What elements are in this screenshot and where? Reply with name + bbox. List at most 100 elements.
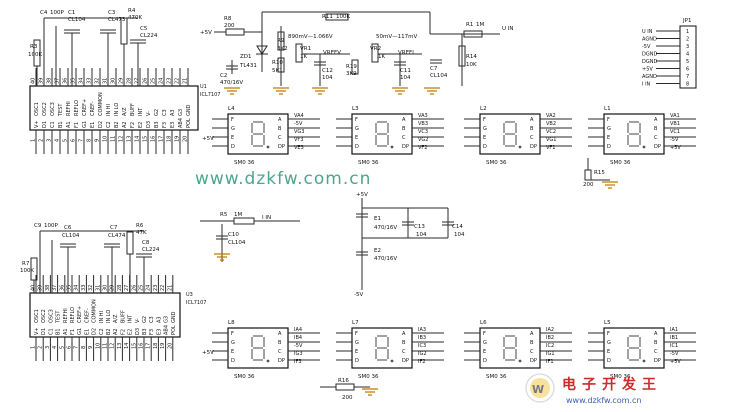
u3-signal-top: IN HI — [99, 311, 105, 323]
u3-pin-num-top: 31 — [95, 285, 101, 291]
u1-signal-bot: E2 — [138, 122, 144, 128]
display-seg-letter-right: B — [278, 340, 282, 346]
u3-signal-top: OSC2 — [41, 309, 47, 323]
u1-signal-top: OSC3 — [50, 102, 56, 116]
jp1-ref: JP1 — [682, 18, 691, 24]
ref-c9: C9 — [34, 223, 42, 229]
vplus-label-1: +5V — [200, 30, 212, 36]
u1-signal-top: CREF- — [90, 101, 96, 116]
u3-signal-bot: AB4 — [164, 325, 170, 335]
vplus-label-top-display: +5V — [202, 136, 214, 142]
display-seg-letter-left: F — [483, 117, 486, 123]
display-net-label: +5V — [670, 145, 681, 151]
ic-u1-part: ICL7107 — [200, 92, 220, 98]
jp1-pin-number: 4 — [686, 52, 689, 58]
vminus-label-mid: -5V — [354, 292, 363, 298]
u3-signal-bot: V+ — [34, 327, 40, 335]
ref-c14: C14 — [452, 224, 463, 230]
display-ref: L8 — [228, 320, 235, 326]
u3-pin-num-top: 33 — [81, 285, 87, 291]
display-seg-letter-left: E — [355, 349, 358, 355]
display-net-label: -5V — [294, 343, 303, 349]
ref-vr1: VR1 — [300, 46, 311, 52]
u3-pin-num-bot: 12 — [110, 343, 116, 349]
jp1-pin-label: -5V — [642, 44, 651, 50]
u1-pin-num-top: 28 — [127, 78, 133, 84]
u3-signal-top: IN LO — [106, 310, 112, 323]
ref-r11: R11 — [322, 14, 333, 20]
u3-pin-num-bot: 4 — [52, 346, 58, 349]
ref-c1: C1 — [68, 10, 75, 16]
u3-signal-bot: E1 — [84, 329, 90, 335]
u3-signal-top: GND — [171, 311, 177, 323]
display-seg-letter-left: D — [483, 144, 487, 150]
u3-signal-bot: E3 — [156, 329, 162, 335]
display-seg-letter-right: DP — [530, 358, 537, 364]
u1-pin-num-bot: 11 — [111, 136, 117, 142]
display-seg-letter-left: D — [355, 358, 359, 364]
display-seg-letter-left: G — [231, 340, 235, 346]
val-r1: 1M — [476, 22, 484, 28]
display-seg-letter-left: G — [483, 340, 487, 346]
jp1-pin-label: +5V — [642, 67, 653, 73]
u1-pin-num-top: 25 — [151, 78, 157, 84]
u3-pin-num-top: 32 — [88, 285, 94, 291]
u1-signal-bot: E3 — [170, 122, 176, 128]
display-net-label: IG1 — [546, 351, 555, 357]
ref-r16: R16 — [338, 378, 349, 384]
display-seg-letter-left: G — [231, 126, 235, 132]
display-seg-letter-right: A — [402, 331, 406, 337]
display-seg-letter-left: D — [355, 144, 359, 150]
u1-pin-num-bot: 3 — [47, 139, 53, 142]
u3-pin-num-bot: 6 — [67, 346, 73, 349]
val-r10: 5K1 — [272, 68, 283, 74]
display-net-label: +5V — [670, 359, 681, 365]
ic-u3-bottom-pins: 1V+2D13C14B15A16F17G18E19D210C211B212A21… — [31, 325, 177, 361]
display-net-label: IA1 — [670, 327, 678, 333]
val-c13: 104 — [416, 232, 427, 238]
reference-network: +5V R8 200 ZD1 TL431 C2 470/16V R9 3K2 R… — [200, 11, 514, 95]
val-c8: CL224 — [142, 247, 160, 253]
u3-signal-bot: D3 — [135, 328, 141, 335]
display-seg-letter-right: B — [530, 340, 534, 346]
display-seg-letter-right: B — [530, 126, 534, 132]
u3-pin-num-top: 22 — [160, 285, 166, 291]
vplus-label-mid: +5V — [356, 192, 368, 198]
u1-pin-num-top: 22 — [175, 78, 181, 84]
u1-pin-num-top: 31 — [103, 78, 109, 84]
u3-pin-num-top: 34 — [74, 285, 80, 291]
val-c6: CL104 — [62, 233, 80, 239]
display-part: SM0 36 — [358, 160, 379, 166]
u3-signal-bot: C1 — [48, 328, 54, 335]
u3-signal-bot: POL — [171, 325, 177, 335]
u1-signal-bot: A1 — [66, 121, 72, 128]
ref-c7b: C7 — [110, 225, 118, 231]
u3-signal-bot: A1 — [63, 328, 69, 335]
display-seg-letter-right: DP — [278, 358, 285, 364]
u1-pin-num-top: 35 — [71, 78, 77, 84]
display-dp — [390, 145, 394, 149]
top-left-components: C4 100P C1 CL104 C3 CL473 R4 470K C5 CL2… — [28, 8, 158, 86]
display-part: SM0 36 — [610, 374, 631, 380]
jp1-pin-number: 1 — [686, 29, 689, 35]
u1-signal-top: REFLO — [74, 100, 80, 116]
display-seg-letter-right: A — [402, 117, 406, 123]
ref-e1: E1 — [374, 216, 381, 222]
jp1-pin-label: DGND — [642, 59, 657, 65]
u1-pin-num-bot: 4 — [55, 139, 61, 142]
display-net-label: IB3 — [418, 335, 426, 341]
val-e1: 470/16V — [374, 225, 397, 231]
jp1-pin-label: U IN — [642, 29, 653, 35]
display-ref: L2 — [480, 106, 487, 112]
site-logo: W 电子开发王 www.dzkfw.com.cn — [525, 373, 656, 405]
display-seg-letter-left: G — [355, 126, 359, 132]
u3-pin-num-bot: 18 — [153, 343, 159, 349]
vref-range-1: 890mV—1.066V — [288, 34, 333, 40]
u3-pin-num-bot: 14 — [124, 343, 130, 349]
net-vrefv: VREFV — [323, 50, 341, 56]
